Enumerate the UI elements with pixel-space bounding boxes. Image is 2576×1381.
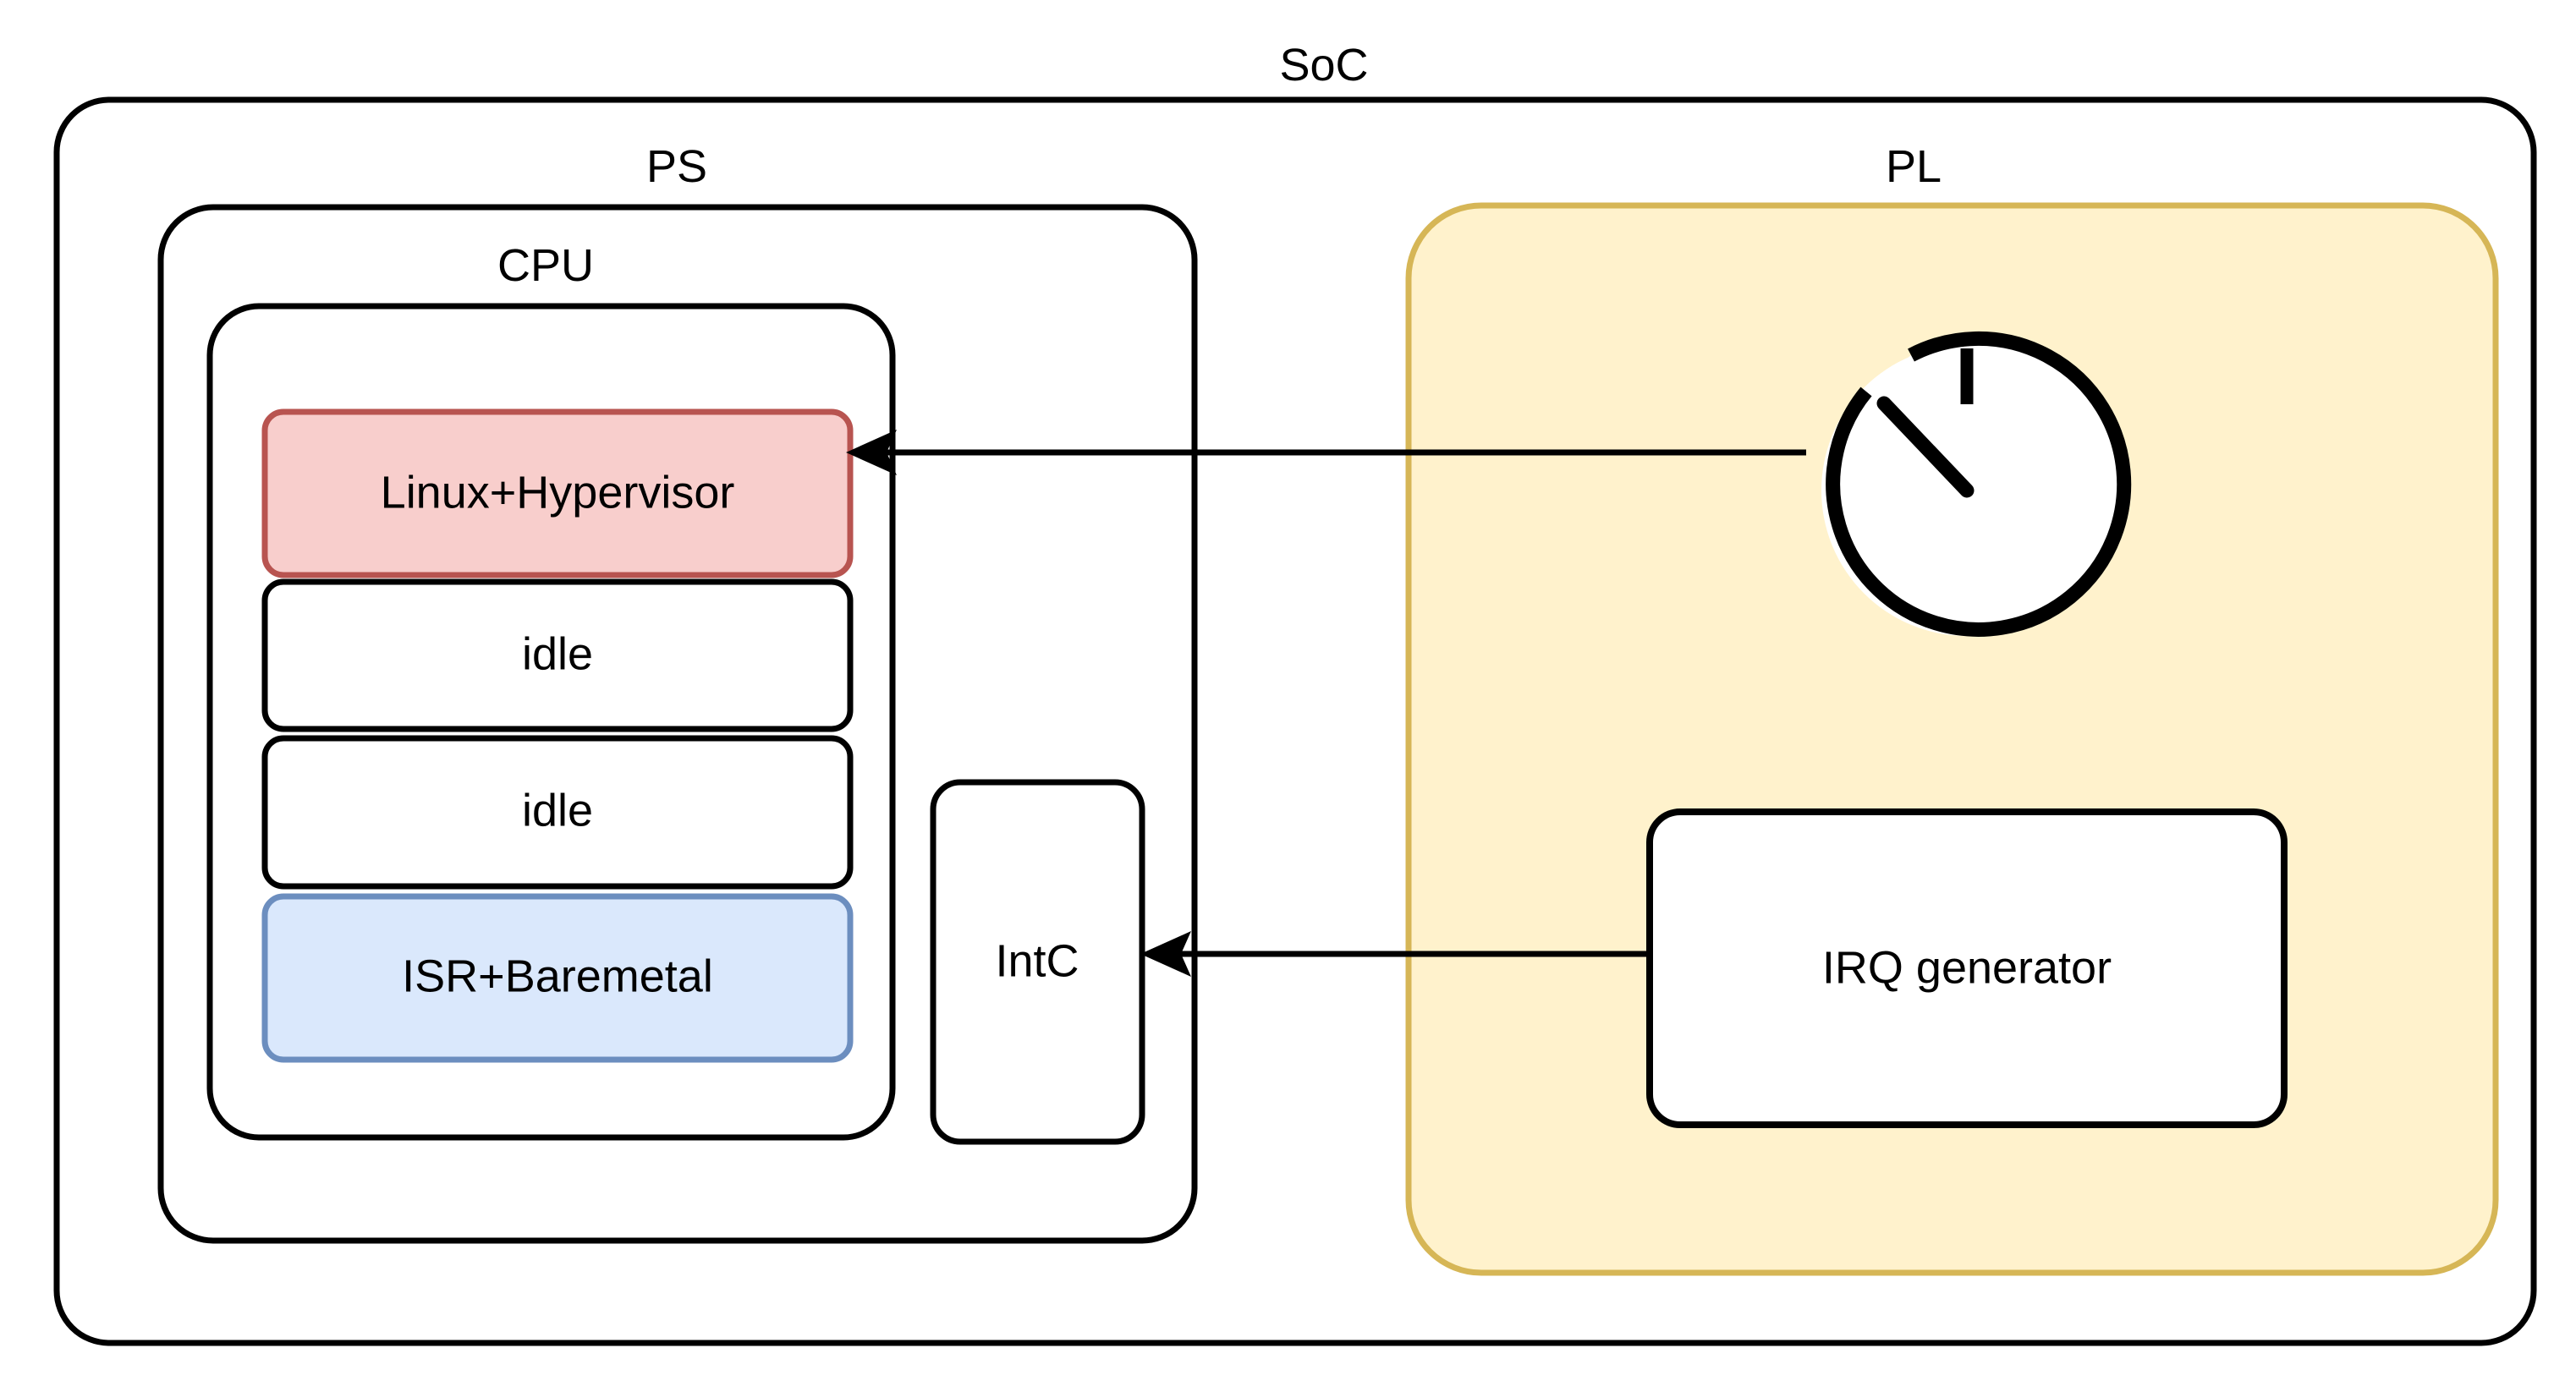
ps-label: PS bbox=[646, 141, 707, 192]
pl-label: PL bbox=[1886, 141, 1942, 192]
arrowhead-left-top bbox=[846, 430, 897, 475]
soc-label: SoC bbox=[1279, 40, 1368, 90]
core-label-isr-baremetal: ISR+Baremetal bbox=[402, 951, 713, 1001]
core-box-isr-baremetal[interactable] bbox=[261, 893, 854, 1063]
core-label-idle-1: idle bbox=[522, 628, 593, 679]
arrowhead-left-bottom bbox=[1140, 931, 1191, 977]
ps-container bbox=[157, 204, 1198, 1244]
core-box-linux-hypervisor[interactable] bbox=[261, 408, 854, 578]
cpu-container bbox=[206, 303, 896, 1141]
core-box-idle-1[interactable] bbox=[261, 578, 854, 732]
core-box-idle-2[interactable] bbox=[261, 735, 854, 890]
connector-irq-to-intc bbox=[1140, 931, 1650, 977]
cpu-label: CPU bbox=[497, 240, 594, 291]
irq-generator-label: IRQ generator bbox=[1822, 942, 2112, 993]
clock-icon bbox=[1821, 331, 2132, 637]
intc-box[interactable] bbox=[930, 779, 1145, 1145]
intc-label: IntC bbox=[995, 935, 1079, 986]
irq-generator-box[interactable] bbox=[1646, 808, 2288, 1128]
core-label-idle-2: idle bbox=[522, 785, 593, 836]
soc-container bbox=[53, 96, 2537, 1346]
connector-timer-to-linux bbox=[846, 430, 1806, 475]
core-label-linux-hypervisor: Linux+Hypervisor bbox=[381, 467, 735, 518]
